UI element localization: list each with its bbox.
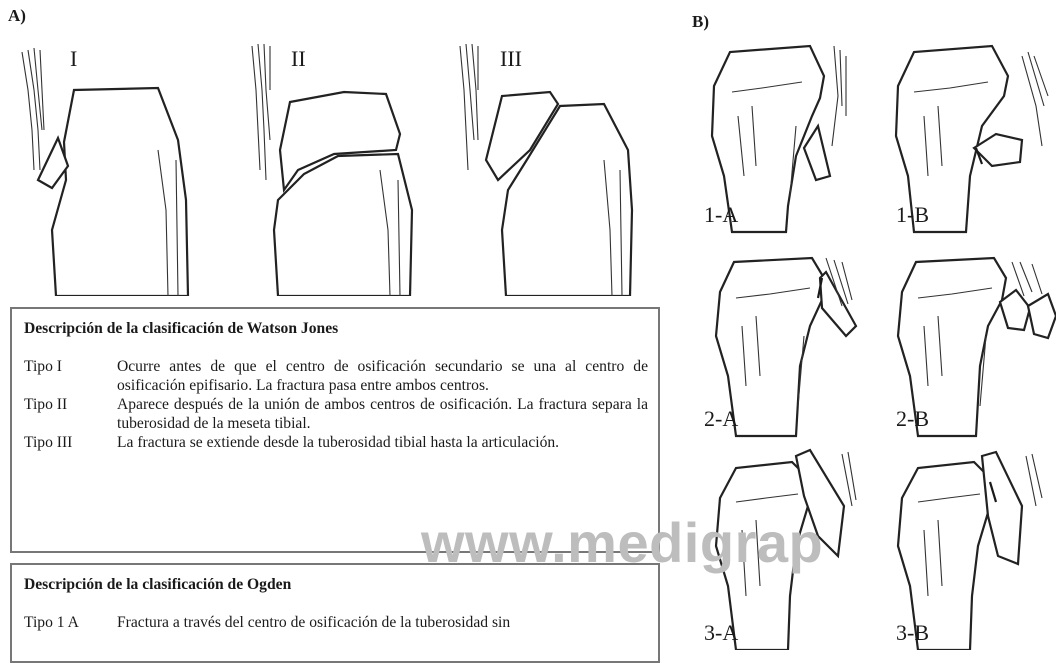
illustration-2-a: 2-A — [704, 258, 856, 436]
row-description: Fractura a través del centro de osificac… — [117, 613, 648, 632]
caption-3-a: 3-A — [704, 620, 738, 645]
caption-3-b: 3-B — [896, 620, 929, 645]
row-description: Aparece después de la unión de ambos cen… — [117, 395, 648, 433]
row-description: Ocurre antes de que el centro de osifica… — [117, 357, 648, 395]
table-row: Tipo II Aparece después de la unión de a… — [24, 395, 648, 433]
caption-2-a: 2-A — [704, 406, 738, 431]
illustration-2-b: 2-B — [896, 258, 1056, 436]
ogden-box: Descripción de la clasificación de Ogden… — [10, 563, 660, 663]
caption-2-b: 2-B — [896, 406, 929, 431]
watermark: www.medigrap — [421, 515, 823, 571]
row-type: Tipo I — [24, 357, 117, 395]
row-description: La fractura se extiende desde la tuberos… — [117, 433, 648, 452]
table-row: Tipo 1 A Fractura a través del centro de… — [24, 613, 648, 632]
illustration-3-b: 3-B — [896, 452, 1042, 650]
illustration-1-b: 1-B — [896, 46, 1048, 232]
caption-1-b: 1-B — [896, 202, 929, 227]
caption-1-a: 1-A — [704, 202, 738, 227]
illustration-type-2: II — [252, 44, 412, 296]
table-row: Tipo I Ocurre antes de que el centro de … — [24, 357, 648, 395]
illustration-1-a: 1-A — [704, 46, 846, 232]
illustration-type-3: III — [460, 44, 632, 296]
label-type-1: I — [70, 46, 77, 71]
watson-jones-title: Descripción de la clasificación de Watso… — [24, 319, 648, 338]
row-type: Tipo 1 A — [24, 613, 117, 632]
panel-b-label: B) — [692, 12, 709, 32]
row-type: Tipo III — [24, 433, 117, 452]
row-type: Tipo II — [24, 395, 117, 433]
label-type-3: III — [500, 46, 522, 71]
panel-a-label: A) — [8, 6, 26, 26]
ogden-title: Descripción de la clasificación de Ogden — [24, 575, 648, 594]
label-type-2: II — [291, 46, 306, 71]
table-row: Tipo III La fractura se extiende desde l… — [24, 433, 648, 452]
illustration-type-1: I — [22, 46, 188, 296]
figure-a-watson-jones: I II III — [8, 30, 664, 296]
